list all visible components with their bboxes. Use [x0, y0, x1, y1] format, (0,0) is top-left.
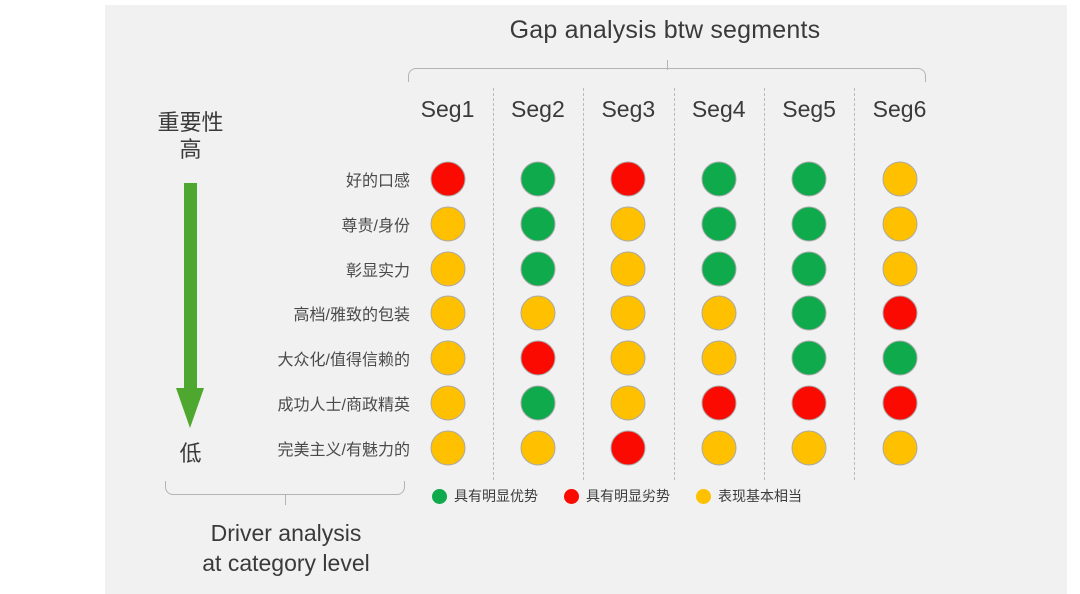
status-dot-r2-c4[interactable] [701, 206, 737, 242]
status-dot-r3-c1[interactable] [430, 251, 465, 287]
status-dot-r4-c4[interactable] [701, 295, 737, 331]
status-dot-r6-c1[interactable] [430, 385, 465, 421]
top-bracket-body [408, 68, 926, 82]
arrow-shaft [184, 183, 197, 391]
status-dot-r2-c3[interactable] [610, 206, 646, 242]
top-bracket-tick [667, 60, 668, 70]
status-dot-r5-c5[interactable] [791, 340, 827, 376]
status-dot-r3-c5[interactable] [791, 251, 827, 287]
status-dot-r7-c1[interactable] [430, 430, 465, 466]
status-dot-r7-c4[interactable] [701, 430, 737, 466]
caption-line-1: Driver analysis [210, 520, 362, 546]
legend-label-1: 具有明显优势 [454, 488, 538, 504]
legend: 具有明显优势 具有明显劣势 表现基本相当 [432, 483, 802, 509]
segment-header-2[interactable]: Seg2 [511, 96, 565, 122]
status-dot-r2-c6[interactable] [882, 206, 917, 242]
status-dot-r4-c5[interactable] [791, 295, 827, 331]
status-dot-r1-c1[interactable] [430, 161, 465, 197]
status-dot-r4-c6[interactable] [882, 295, 917, 331]
row-label-6: 成功人士/商政精英 [277, 397, 410, 414]
column-separator-1 [492, 88, 494, 480]
bottom-bracket-tick [285, 494, 286, 505]
gap-analysis-title: Gap analysis btw segments [509, 16, 821, 44]
row-label-7: 完美主义/有魅力的 [277, 441, 410, 459]
importance-high-label: 高 [179, 136, 202, 162]
status-dot-r6-c3[interactable] [610, 385, 646, 421]
status-dot-r3-c2[interactable] [520, 251, 556, 287]
row-label-3: 彰显实力 [345, 262, 410, 280]
status-dot-r4-c1[interactable] [430, 295, 465, 331]
bottom-bracket [165, 481, 405, 505]
status-dot-r6-c4[interactable] [701, 385, 737, 421]
legend-label-3: 表现基本相当 [718, 488, 802, 504]
segment-header-4[interactable]: Seg4 [691, 96, 746, 122]
status-dot-r1-c3[interactable] [610, 161, 646, 197]
segment-header-5[interactable]: Seg5 [782, 96, 836, 122]
status-dot-r7-c6[interactable] [882, 430, 917, 466]
column-separator-4 [763, 88, 765, 480]
status-dot-r1-c4[interactable] [701, 161, 737, 197]
top-bracket [408, 60, 926, 82]
status-dot-r3-c3[interactable] [610, 251, 646, 287]
status-dot-r2-c2[interactable] [520, 206, 556, 242]
segment-header-3[interactable]: Seg3 [601, 96, 656, 122]
status-dot-r6-c5[interactable] [791, 385, 827, 421]
caption-line-2: at category level [202, 549, 370, 576]
segment-header-row: Seg1 Seg2 Seg3 Seg4 Seg5 Seg6 [402, 96, 942, 130]
legend-item-3: 表现基本相当 [696, 486, 802, 506]
row-label-2: 尊贵/身份 [341, 217, 410, 235]
importance-title: 重要性 [157, 110, 224, 135]
status-dot-r6-c2[interactable] [520, 385, 556, 421]
status-dot-r5-c1[interactable] [430, 340, 465, 376]
row-label-5: 大众化/值得信赖的 [277, 352, 410, 370]
legend-dot-icon-3 [696, 488, 711, 504]
row-label-column: 好的口感尊贵/身份彰显实力高档/雅致的包装大众化/值得信赖的成功人士/商政精英完… [155, 0, 410, 594]
driver-analysis-caption: Driver analysis at category level [150, 519, 422, 579]
status-dot-r6-c6[interactable] [882, 385, 917, 421]
status-dot-r4-c2[interactable] [520, 295, 556, 331]
legend-item-1: 具有明显优势 [432, 486, 538, 506]
status-dot-r1-c2[interactable] [520, 161, 556, 197]
status-dot-r2-c5[interactable] [791, 206, 827, 242]
column-separator-3 [673, 88, 675, 480]
status-dot-r4-c3[interactable] [610, 295, 646, 331]
status-dot-r7-c5[interactable] [791, 430, 827, 466]
column-separator-2 [583, 88, 585, 480]
segment-header-1[interactable]: Seg1 [420, 96, 475, 122]
importance-axis-label: 重要性 高 [118, 110, 263, 164]
legend-dot-icon-2 [564, 488, 579, 504]
status-dot-r1-c6[interactable] [882, 161, 917, 197]
status-dot-r3-c6[interactable] [882, 251, 917, 287]
importance-low-label: 低 [179, 441, 202, 466]
segment-header-6[interactable]: Seg6 [872, 96, 927, 122]
importance-down-arrow-icon [176, 183, 204, 428]
bottom-bracket-body [165, 481, 405, 495]
row-label-4: 高档/雅致的包装 [293, 307, 410, 325]
status-dot-r2-c1[interactable] [430, 206, 465, 242]
arrow-head [176, 388, 204, 428]
status-dot-r7-c3[interactable] [610, 430, 646, 466]
legend-dot-icon-1 [432, 488, 447, 504]
status-dot-r3-c4[interactable] [701, 251, 737, 287]
status-dot-r1-c5[interactable] [791, 161, 827, 197]
legend-label-2: 具有明显劣势 [586, 488, 670, 504]
status-dot-r5-c4[interactable] [701, 340, 737, 376]
status-dot-r5-c6[interactable] [882, 340, 917, 376]
column-separator-5 [854, 88, 856, 480]
row-label-1: 好的口感 [345, 173, 410, 190]
legend-item-2: 具有明显劣势 [564, 486, 670, 506]
status-dot-r5-c2[interactable] [520, 340, 556, 376]
status-dot-r5-c3[interactable] [610, 340, 646, 376]
status-dot-r7-c2[interactable] [520, 430, 556, 466]
